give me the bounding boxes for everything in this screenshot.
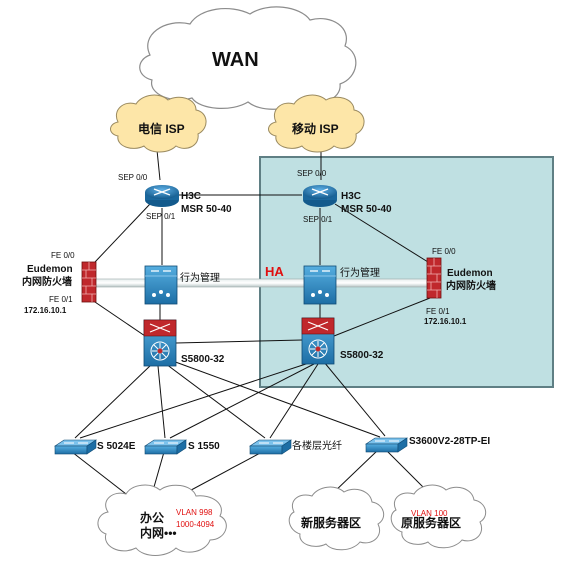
old-server-label: 原服务器区 <box>401 515 461 530</box>
office-label-2: 内网••• <box>140 525 177 540</box>
behavior-mgmt-icon <box>144 265 178 305</box>
router-port-top: SEP 0/0 <box>297 169 327 178</box>
firewall-port-bottom: FE 0/1 <box>426 307 450 316</box>
router-port-top: SEP 0/0 <box>118 173 148 182</box>
office-vlan-2: 1000-4094 <box>176 520 215 529</box>
office-label: 办公 <box>140 510 164 525</box>
wan-label: WAN <box>212 49 259 71</box>
firewall-icon <box>426 257 442 299</box>
core-switch-label: S5800-32 <box>340 350 384 361</box>
router-port-bottom: SEP 0/1 <box>146 212 176 221</box>
firewall-name: Eudemon <box>447 268 493 279</box>
firewall-icon <box>81 261 97 303</box>
access-switch-icon <box>365 437 408 453</box>
access-switch-label: S 5024E <box>97 441 136 452</box>
firewall-port-bottom: FE 0/1 <box>49 295 73 304</box>
router-icon <box>145 185 179 207</box>
isp-cloud-mobile: 移动 ISP <box>268 94 365 153</box>
firewall-name: Eudemon <box>27 264 73 275</box>
firewall-subname: 内网防火墙 <box>22 275 72 288</box>
new-server-zone-cloud: 新服务器区 <box>288 486 385 551</box>
access-switch-label: S3600V2-28TP-EI <box>409 436 490 447</box>
links <box>71 149 431 498</box>
access-switch-icon <box>54 439 97 455</box>
core-switch-label: S5800-32 <box>181 354 225 365</box>
firewall-ip: 172.16.10.1 <box>24 306 67 315</box>
behavior-mgmt-icon <box>303 265 337 305</box>
firewall-ip: 172.16.10.1 <box>424 317 467 326</box>
old-server-vlan: VLAN 100 <box>411 509 448 518</box>
isp-label: 移动 ISP <box>292 121 339 136</box>
router-name: H3C <box>181 191 201 202</box>
office-network-cloud: 办公 内网••• VLAN 998 1000-4094 <box>97 484 227 556</box>
router-model: MSR 50-40 <box>181 204 232 215</box>
router-name: H3C <box>341 191 361 202</box>
access-switch-icon <box>144 439 187 455</box>
isp-label: 电信 ISP <box>138 121 185 136</box>
access-switch-label: S 1550 <box>188 441 220 452</box>
router-port-bottom: SEP 0/1 <box>303 215 333 224</box>
firewall-port-top: FE 0/0 <box>51 251 75 260</box>
old-server-zone-cloud: 原服务器区 VLAN 100 <box>390 484 487 549</box>
core-switch-icon <box>143 319 177 367</box>
behavior-mgmt-label: 行为管理 <box>180 271 220 284</box>
firewall-subname: 内网防火墙 <box>446 279 496 292</box>
office-vlan: VLAN 998 <box>176 508 213 517</box>
access-switch-icon <box>249 439 292 455</box>
ha-label: HA <box>265 264 284 279</box>
behavior-mgmt-label: 行为管理 <box>340 266 380 279</box>
router-model: MSR 50-40 <box>341 204 392 215</box>
wan-cloud: WAN <box>139 6 357 110</box>
router-icon <box>303 185 337 207</box>
isp-cloud-telecom: 电信 ISP <box>110 94 207 153</box>
new-server-label: 新服务器区 <box>301 515 361 530</box>
firewall-port-top: FE 0/0 <box>432 247 456 256</box>
core-switch-icon <box>301 317 335 365</box>
access-switch-label: 各楼层光纤 <box>292 439 342 452</box>
